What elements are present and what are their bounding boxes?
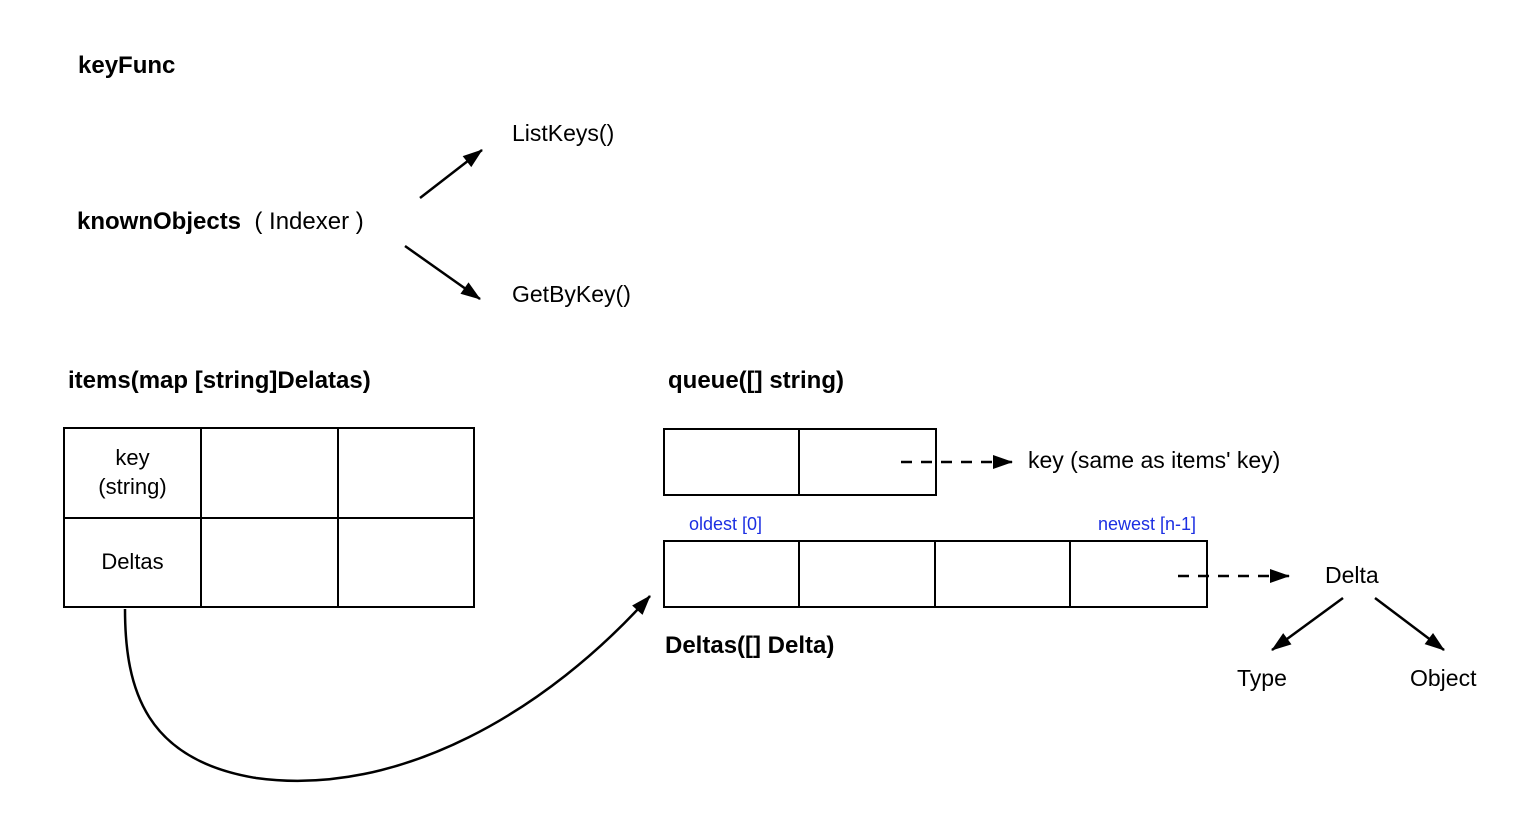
queue-arrow-label: key (same as items' key) [1028,447,1281,473]
known-objects-paren: ( Indexer ) [254,208,364,235]
delta-type-label: Type [1237,665,1287,691]
deltas-array [663,540,1208,608]
arrow-delta-to-type [1271,596,1344,652]
items-cell-empty [202,429,339,519]
deltas-array-title: Deltas([] Delta) [665,632,835,659]
items-cell-empty [339,429,473,519]
curved-arrow-items-to-deltas-array [123,595,651,783]
queue-title: queue([] string) [668,367,844,394]
queue-cell [800,430,935,494]
newest-index-label: newest [n-1] [1098,514,1197,534]
oldest-index-label: oldest [0] [689,514,763,534]
deltas-cell [665,542,801,606]
listkeys-label: ListKeys() [512,120,615,146]
deltas-cell [936,542,1071,606]
queue-array [663,428,937,496]
items-cell-empty [339,519,473,606]
deltas-cell [1071,542,1206,606]
items-table: key (string) Deltas [63,427,475,608]
arrow-indexer-to-listkeys [419,149,483,199]
deltas-cell [800,542,936,606]
items-cell-empty [202,519,339,606]
getbykey-label: GetByKey() [512,281,631,307]
items-table-title: items(map [string]Delatas) [68,367,371,394]
arrow-indexer-to-getbykey [404,244,481,301]
arrow-delta-to-object [1374,597,1445,651]
known-objects-label: knownObjects ( Indexer ) [77,208,364,236]
queue-cell [665,430,800,494]
delta-label: Delta [1325,562,1379,588]
keyfunc-label: keyFunc [78,52,176,79]
items-cell-key-header: key (string) [65,429,202,519]
items-cell-deltas-header: Deltas [65,519,202,606]
delta-object-label: Object [1410,665,1477,691]
known-objects-name: knownObjects [77,208,242,235]
